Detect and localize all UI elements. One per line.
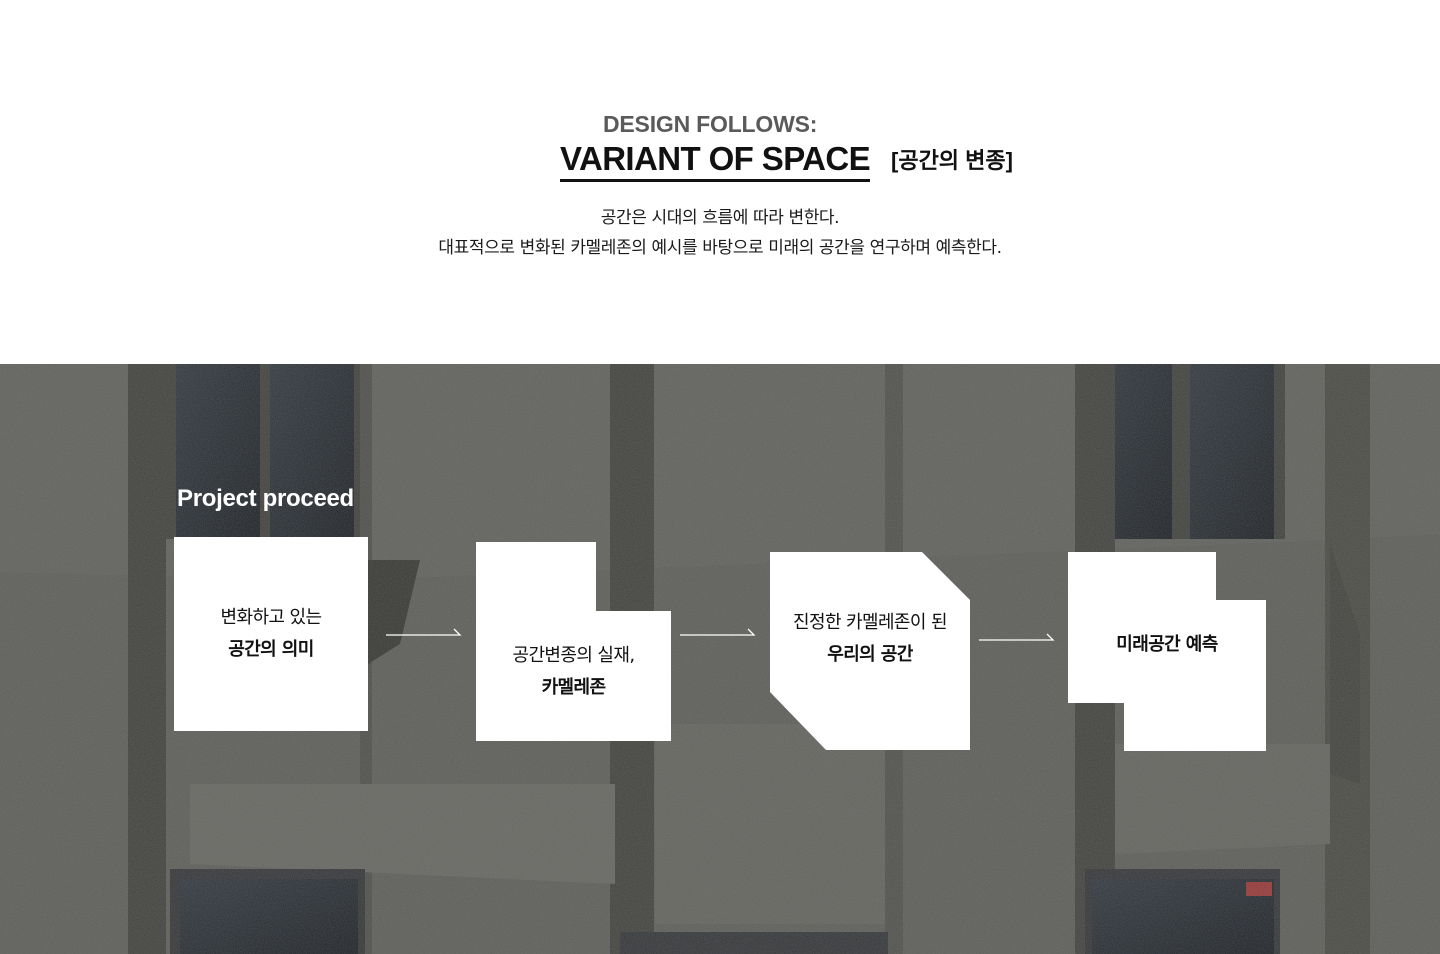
- page-title: VARIANT OF SPACE: [560, 140, 871, 182]
- intro-description: 공간은 시대의 흐름에 따라 변한다. 대표적으로 변화된 카멜레존의 예시를 …: [0, 203, 1440, 263]
- process-step-1: 변화하고 있는 공간의 의미: [174, 537, 368, 731]
- intro-header: DESIGN FOLLOWS: VARIANT OF SPACE [공간의 변종…: [0, 0, 1440, 364]
- arrow-right-icon: [680, 628, 756, 640]
- step-text: 공간변종의 실재, 카멜레존: [512, 640, 636, 704]
- step-line2: 카멜레존: [541, 676, 606, 698]
- process-section: Project proceed 변화하고 있는 공간의 의미 공간변종의 실재,…: [0, 364, 1440, 954]
- step-text: 진정한 카멜레존이 된 우리의 공간: [793, 607, 947, 671]
- step-line2: 미래공간 예측: [1116, 633, 1218, 655]
- step-text: 변화하고 있는 공간의 의미: [221, 602, 322, 666]
- step-line2: 공간의 의미: [228, 639, 314, 660]
- step-line1: 공간변종의 실재,: [512, 644, 636, 666]
- step-text: 미래공간 예측: [1116, 629, 1218, 661]
- step-line1: 진정한 카멜레존이 된: [793, 612, 947, 633]
- process-step-3: 진정한 카멜레존이 된 우리의 공간: [770, 552, 970, 750]
- eyebrow-text: DESIGN FOLLOWS:: [603, 111, 818, 137]
- step-line2: 우리의 공간: [827, 644, 913, 665]
- process-label: Project proceed: [177, 485, 354, 512]
- arrow-right-icon: [979, 633, 1055, 645]
- building-facade-image: [0, 364, 1440, 954]
- description-line: 공간은 시대의 흐름에 따라 변한다.: [600, 208, 840, 228]
- page-title-korean: [공간의 변종]: [891, 148, 1013, 173]
- step-line1: 변화하고 있는: [220, 607, 322, 628]
- description-line: 대표적으로 변화된 카멜레존의 예시를 바탕으로 미래의 공간을 연구하며 예측…: [438, 238, 1002, 258]
- arrow-right-icon: [386, 628, 462, 640]
